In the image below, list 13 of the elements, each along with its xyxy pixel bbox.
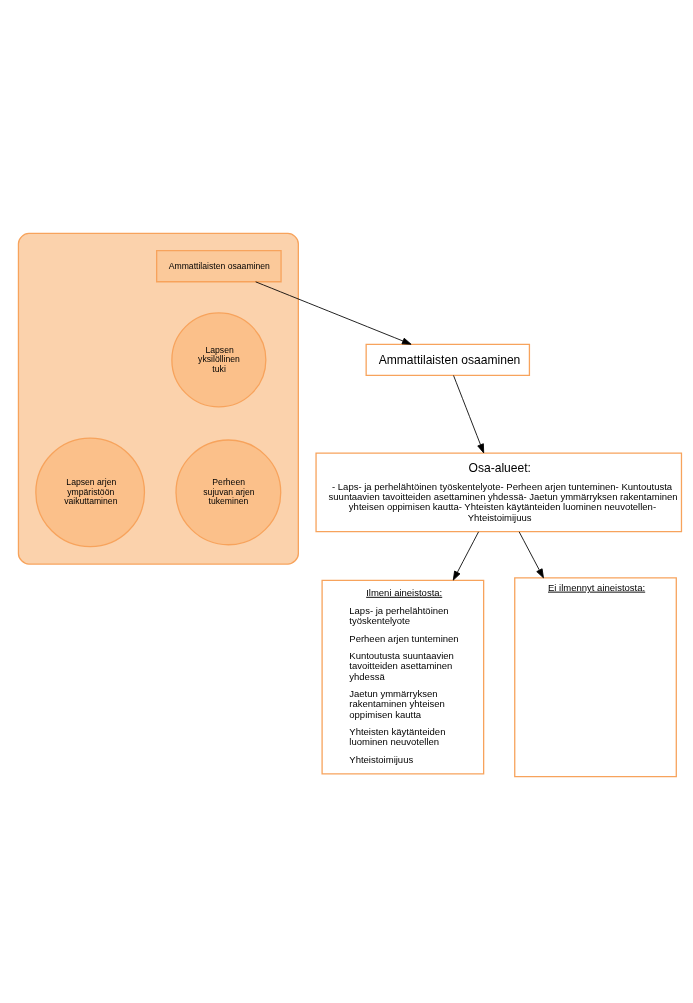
node-circle: Lapsen arjen ympäristöön vaikuttaminen (35, 437, 146, 548)
node-box: Ammattilaisten osaaminen (156, 250, 282, 283)
arrow (518, 531, 544, 579)
arrow (453, 375, 485, 454)
arrow (255, 281, 412, 345)
arrow (452, 531, 479, 581)
node-circle: Lapsen yksilöllinen tuki (171, 312, 267, 408)
node-box: Ilmeni aineistosta: Laps- ja perhelähtöinen työskentelyote Perheen arjen tunteminen Kuntoutusta suuntaavien tavoitteiden asettaminen yhdessä Jaetun ymmärryksen rakentaminen yhteisen oppimisen kautta Yhteisten käytänteiden luominen neuvotellen Yhteistoimijuus (321, 579, 485, 775)
cluster (17, 232, 299, 565)
node-box: Ei ilmennyt aineistosta: (514, 577, 677, 778)
node-circle: Perheen sujuvan arjen tukeminen (175, 439, 282, 546)
node-box: Ammattilaisten osaaminen (365, 343, 531, 377)
node-box: Osa-alueet: - Laps- ja perhelähtöinen työskentelyote- Perheen arjen tunteminen- Kuntoutusta suuntaavien tavoitteiden asettaminen yhdessä- Jaetun ymmärryksen rakentaminen yhteisen oppimisen kautta- Yhteisten käytänteiden luominen neuvotellen- Yhteistoimijuus (315, 452, 683, 533)
